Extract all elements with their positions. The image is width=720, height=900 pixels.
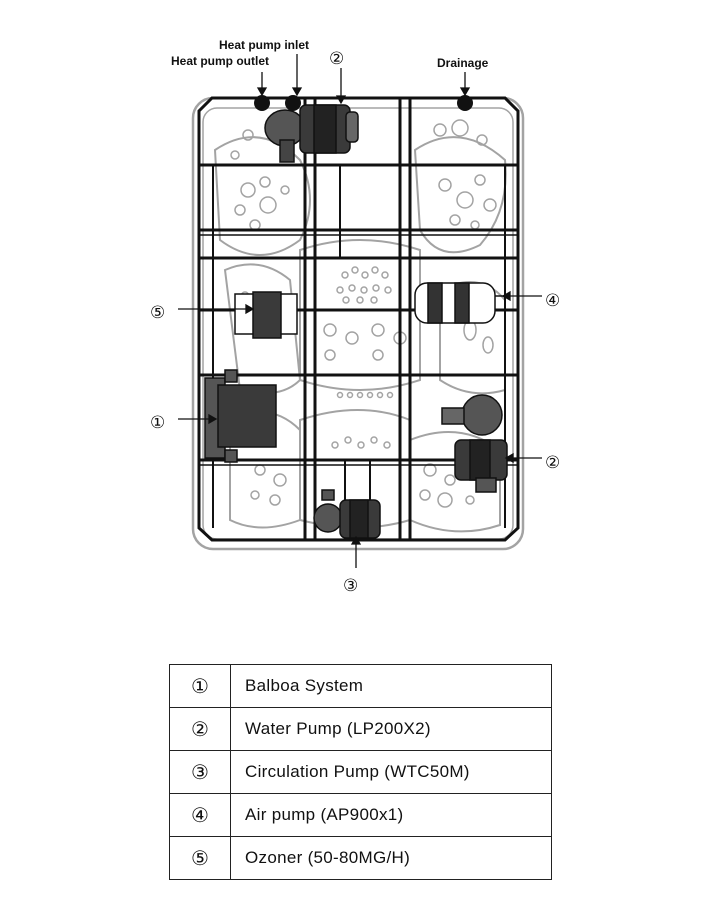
legend-symbol: ③	[169, 750, 231, 794]
legend-row: ③ Circulation Pump (WTC50M)	[169, 750, 552, 794]
callout-balboa: ①	[150, 413, 165, 433]
component-legend: ① Balboa System ② Water Pump (LP200X2) ③…	[169, 664, 552, 880]
callout-water-pump-right: ②	[545, 453, 560, 473]
heat-pump-inlet-label: Heat pump inlet	[219, 38, 309, 52]
legend-text: Ozoner (50-80MG/H)	[230, 836, 552, 880]
legend-row: ⑤ Ozoner (50-80MG/H)	[169, 836, 552, 880]
circulation-pump-unit	[313, 489, 381, 539]
balboa-control-box	[204, 369, 277, 463]
drainage-port	[457, 95, 473, 111]
port-markers	[254, 95, 473, 111]
legend-text: Balboa System	[230, 664, 552, 708]
legend-symbol: ②	[169, 707, 231, 751]
drainage-label: Drainage	[437, 56, 489, 70]
spa-equipment-diagram: Heat pump inlet Heat pump outlet Drainag…	[150, 38, 560, 596]
legend-text: Air pump (AP900x1)	[230, 793, 552, 837]
legend-text: Water Pump (LP200X2)	[230, 707, 552, 751]
callout-air-pump: ④	[545, 291, 560, 311]
water-pump-right	[441, 394, 508, 493]
heat-pump-outlet-port	[254, 95, 270, 111]
legend-row: ② Water Pump (LP200X2)	[169, 707, 552, 751]
legend-symbol: ⑤	[169, 836, 231, 880]
callout-water-pump-top: ②	[329, 49, 344, 69]
legend-text: Circulation Pump (WTC50M)	[230, 750, 552, 794]
legend-symbol: ①	[169, 664, 231, 708]
legend-row: ④ Air pump (AP900x1)	[169, 793, 552, 837]
ozoner-unit	[234, 291, 298, 339]
air-pump-unit	[414, 282, 505, 324]
leader-lines	[178, 54, 542, 568]
heat-pump-outlet-label: Heat pump outlet	[171, 54, 269, 68]
callout-circulation-pump: ③	[343, 576, 358, 596]
callout-ozoner: ⑤	[150, 303, 165, 323]
heat-pump-inlet-port	[285, 95, 301, 111]
legend-symbol: ④	[169, 793, 231, 837]
water-pump-top	[264, 104, 359, 163]
legend-row: ① Balboa System	[169, 664, 552, 708]
